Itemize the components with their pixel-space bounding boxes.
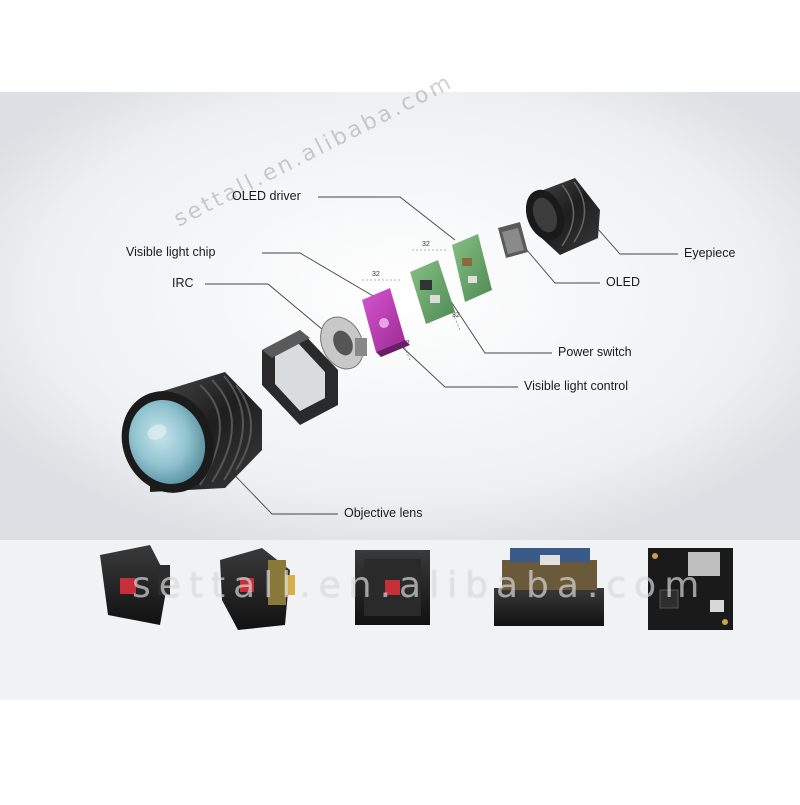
- dim-mark-2: 32: [372, 271, 380, 278]
- leader-visible-light-chip: [262, 252, 381, 301]
- leader-objective-lens: [219, 459, 338, 515]
- product-photo-4: [494, 548, 604, 626]
- oled-display: [498, 222, 528, 258]
- product-photo-3: [355, 550, 430, 625]
- label-visible-light-chip: Visible light chip: [126, 245, 216, 259]
- leader-eyepiece: [589, 219, 678, 255]
- leader-oled: [519, 241, 600, 284]
- irc-frame: [262, 330, 338, 425]
- irc-ring: [320, 316, 367, 370]
- product-photo-2: [220, 548, 295, 630]
- label-irc: IRC: [172, 276, 194, 290]
- label-power-switch: Power switch: [558, 345, 632, 359]
- label-objective-lens: Objective lens: [344, 506, 423, 520]
- label-oled-driver: OLED driver: [232, 189, 301, 203]
- leader-visible-light-control: [399, 344, 518, 388]
- label-visible-light-control: Visible light control: [524, 379, 628, 393]
- dimension-lines: [362, 249, 471, 361]
- oled-driver-board: [452, 234, 492, 302]
- dim-mark-3: 32: [452, 312, 460, 319]
- product-photo-5: [648, 548, 733, 630]
- diagram-background: [0, 92, 800, 540]
- eyepiece: [525, 178, 600, 255]
- dim-mark-1: 32: [422, 241, 430, 248]
- visible-light-chip: [362, 288, 410, 357]
- label-oled: OLED: [606, 275, 641, 289]
- objective-lens: [121, 372, 262, 493]
- product-photo-1: [100, 545, 170, 625]
- visible-light-control-board: [410, 260, 455, 324]
- label-eyepiece: Eyepiece: [684, 246, 736, 260]
- leader-power-switch: [449, 299, 552, 354]
- leader-lines: [205, 196, 678, 515]
- leader-oled-driver: [318, 196, 456, 241]
- leader-irc: [205, 283, 336, 341]
- lens-glass: [128, 400, 206, 484]
